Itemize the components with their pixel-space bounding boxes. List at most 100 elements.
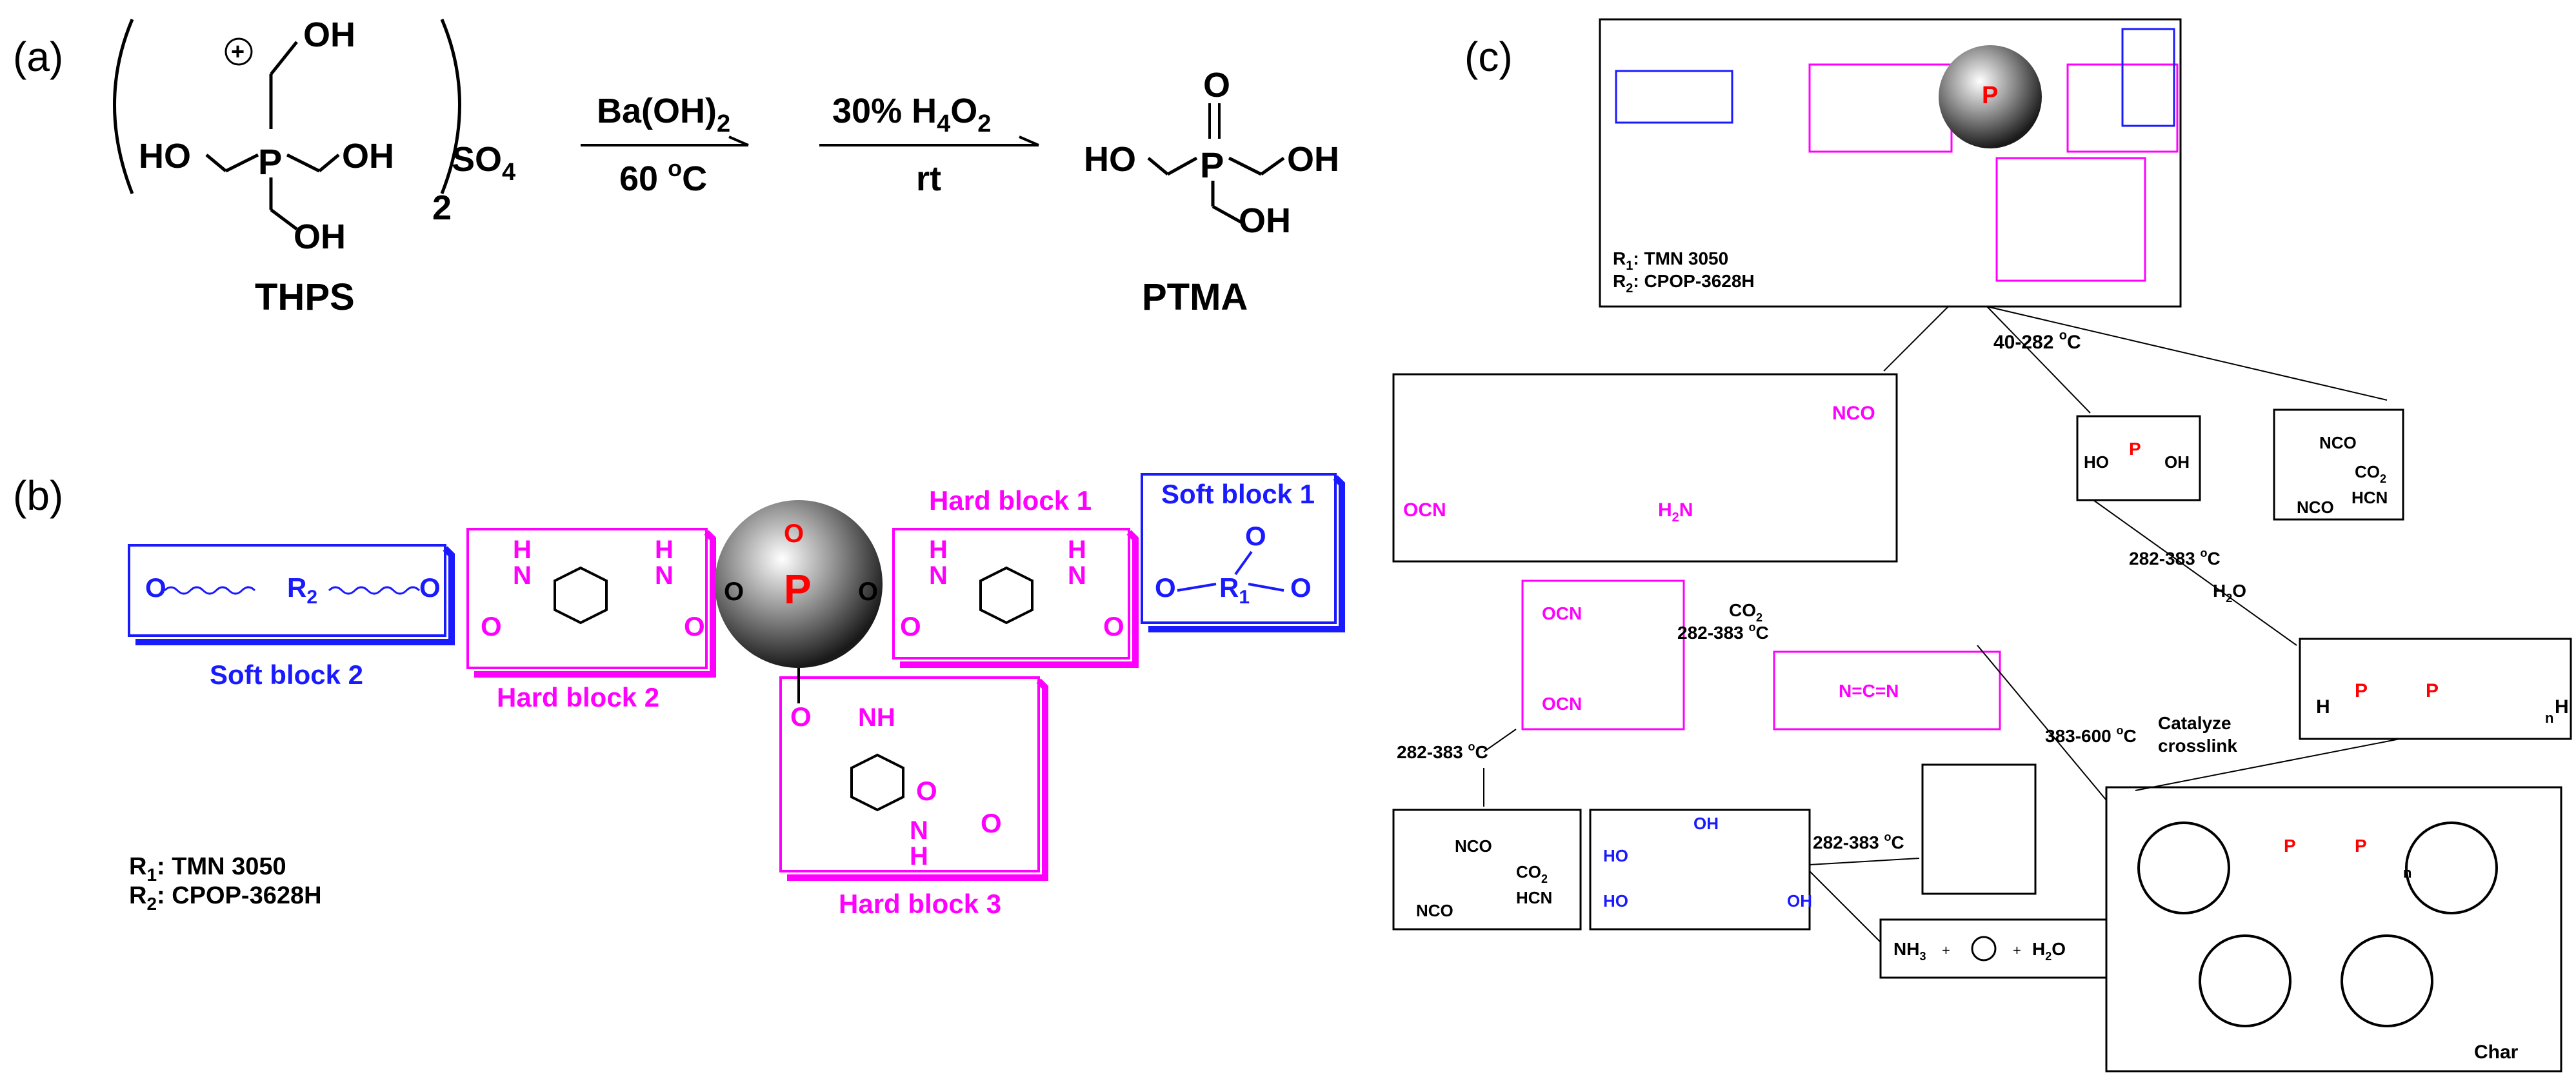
benzene-ring — [979, 566, 1033, 625]
bond — [270, 41, 298, 76]
right-paren-shape — [440, 19, 461, 194]
arrow — [1483, 729, 1517, 752]
nco-4: NCO — [1455, 836, 1492, 856]
hb2-h: H — [513, 536, 532, 564]
temp-282-383-a: 282-383 oC — [1677, 621, 1769, 643]
co2-1: CO2 — [2355, 462, 2386, 485]
benzene-ring — [554, 566, 608, 625]
co2-3: CO2 — [1516, 862, 1548, 885]
ptma-p-atom: P — [1200, 145, 1224, 185]
bond — [270, 208, 298, 230]
soft-block-1-box — [1141, 473, 1337, 624]
soft2-o-right: O — [419, 572, 441, 603]
polyol-oh-2: OH — [1787, 891, 1812, 911]
hcn-1: HCN — [2351, 488, 2388, 507]
hard-block-1-label: Hard block 1 — [929, 485, 1092, 516]
bond — [1177, 550, 1284, 592]
thps-oh-top: OH — [303, 15, 355, 54]
thf-ring — [1971, 936, 1997, 962]
soft-block-2-label: Soft block 2 — [210, 660, 363, 690]
step1-reagent: Ba(OH)2 — [597, 92, 730, 137]
ptma-p: P — [2129, 439, 2141, 459]
hb3-nh: NH — [858, 703, 895, 732]
plus-charge: + — [231, 38, 245, 65]
arrow — [1809, 871, 1881, 943]
polyol-ho-2: HO — [1603, 891, 1628, 911]
ptma-ho: HO — [2084, 452, 2109, 472]
plus-2: + — [2013, 942, 2021, 958]
hard-mini-box — [1808, 63, 1953, 153]
crosslink-label: crosslink — [2158, 736, 2237, 756]
polyol-box — [1589, 809, 1811, 931]
step2-reagent: 30% H4O2 — [832, 92, 991, 137]
catalyze-label: Catalyze — [2158, 713, 2232, 733]
bond — [1147, 157, 1169, 176]
wavy-chain — [328, 586, 421, 595]
core-o-right: O — [858, 578, 878, 606]
arrow — [1809, 858, 1920, 865]
char-p2: P — [2355, 836, 2367, 856]
bond — [1260, 156, 1285, 176]
ocn-3: OCN — [1542, 694, 1582, 714]
thps-oh-bottom: OH — [294, 217, 346, 256]
core-sphere-mini — [1939, 45, 2042, 148]
ptma-oh: OH — [2164, 452, 2190, 472]
plus-charge-circle — [225, 37, 253, 66]
bond — [318, 154, 340, 172]
panel-b-label: (b) — [13, 472, 63, 519]
hb1-h2: H — [1068, 536, 1086, 564]
arrowhead — [1019, 136, 1039, 146]
core-o-left: O — [724, 578, 744, 606]
left-paren-shape — [113, 19, 134, 194]
arrow — [2135, 738, 2401, 791]
hb1-o2: O — [1103, 611, 1124, 641]
panel-b: (b) O R2 O Soft block 2 O H N H N O Hard… — [13, 472, 1345, 919]
soft-block-1-shadow — [1148, 475, 1345, 632]
carbodiimide-box — [1773, 650, 2001, 730]
soft-block-2-shadow — [135, 546, 455, 645]
sb1-o-left: O — [1155, 572, 1176, 603]
thps-p-atom: P — [258, 141, 282, 182]
char-n: n — [2403, 865, 2411, 881]
hb1-n2: N — [1068, 561, 1086, 590]
wavy-chain — [163, 586, 256, 595]
thps-oh-right: OH — [342, 137, 394, 176]
soft-block-1-label: Soft block 1 — [1161, 479, 1315, 509]
panel-c: (c) P R1: TMN 3050 R2: CPOP-3628H 40-282… — [1392, 18, 2572, 1073]
pp-h: H — [2555, 696, 2569, 718]
hard-mini-box-3 — [1995, 157, 2146, 282]
arrow — [1986, 306, 2388, 401]
panel-a: (a) + P OH HO OH OH 2 SO4 THPS Ba(OH)2 6… — [13, 15, 1339, 318]
temp-40-282: 40-282 oC — [1993, 328, 2081, 353]
arrow — [1883, 306, 1949, 372]
sb1-o-right: O — [1290, 572, 1312, 603]
hb3-h: H — [910, 842, 928, 871]
temp-282-383-c: 282-383 oC — [1397, 740, 1488, 762]
hard-block-3-shadow — [787, 678, 1048, 881]
c-r1-legend: R1: TMN 3050 — [1613, 248, 1728, 273]
sb1-r1: R1 — [1219, 572, 1250, 608]
soft-mini-box-2 — [2121, 28, 2175, 127]
pyrene-ring-2 — [2405, 821, 2498, 914]
co2-2: CO2 — [1729, 600, 1762, 624]
soft-mini-box — [1615, 70, 1733, 124]
polyol-oh: OH — [1693, 814, 1719, 833]
ptma-name: PTMA — [1142, 276, 1248, 318]
ocn-2: OCN — [1542, 603, 1582, 623]
nco-3: NCO — [2297, 498, 2334, 517]
temp-282-383-d: 282-383 oC — [1813, 831, 1904, 852]
c-r2-legend: R2: CPOP-3628H — [1613, 271, 1755, 296]
hard-block-2-label: Hard block 2 — [497, 682, 659, 712]
plus-1: + — [1942, 942, 1950, 958]
hb2-h2: H — [655, 536, 674, 564]
hb2-n2: N — [655, 561, 674, 590]
gas-box-2 — [1392, 809, 1582, 931]
polyphosphate-box — [2299, 638, 2572, 740]
hb2-o: O — [481, 611, 502, 641]
h2o-2: H2O — [2032, 939, 2066, 963]
pyrene-ring-4 — [2341, 934, 2433, 1027]
arrowhead — [728, 136, 749, 146]
hard-block-2-shadow — [474, 530, 716, 678]
bond — [1228, 156, 1263, 176]
core-p: P — [784, 566, 812, 612]
